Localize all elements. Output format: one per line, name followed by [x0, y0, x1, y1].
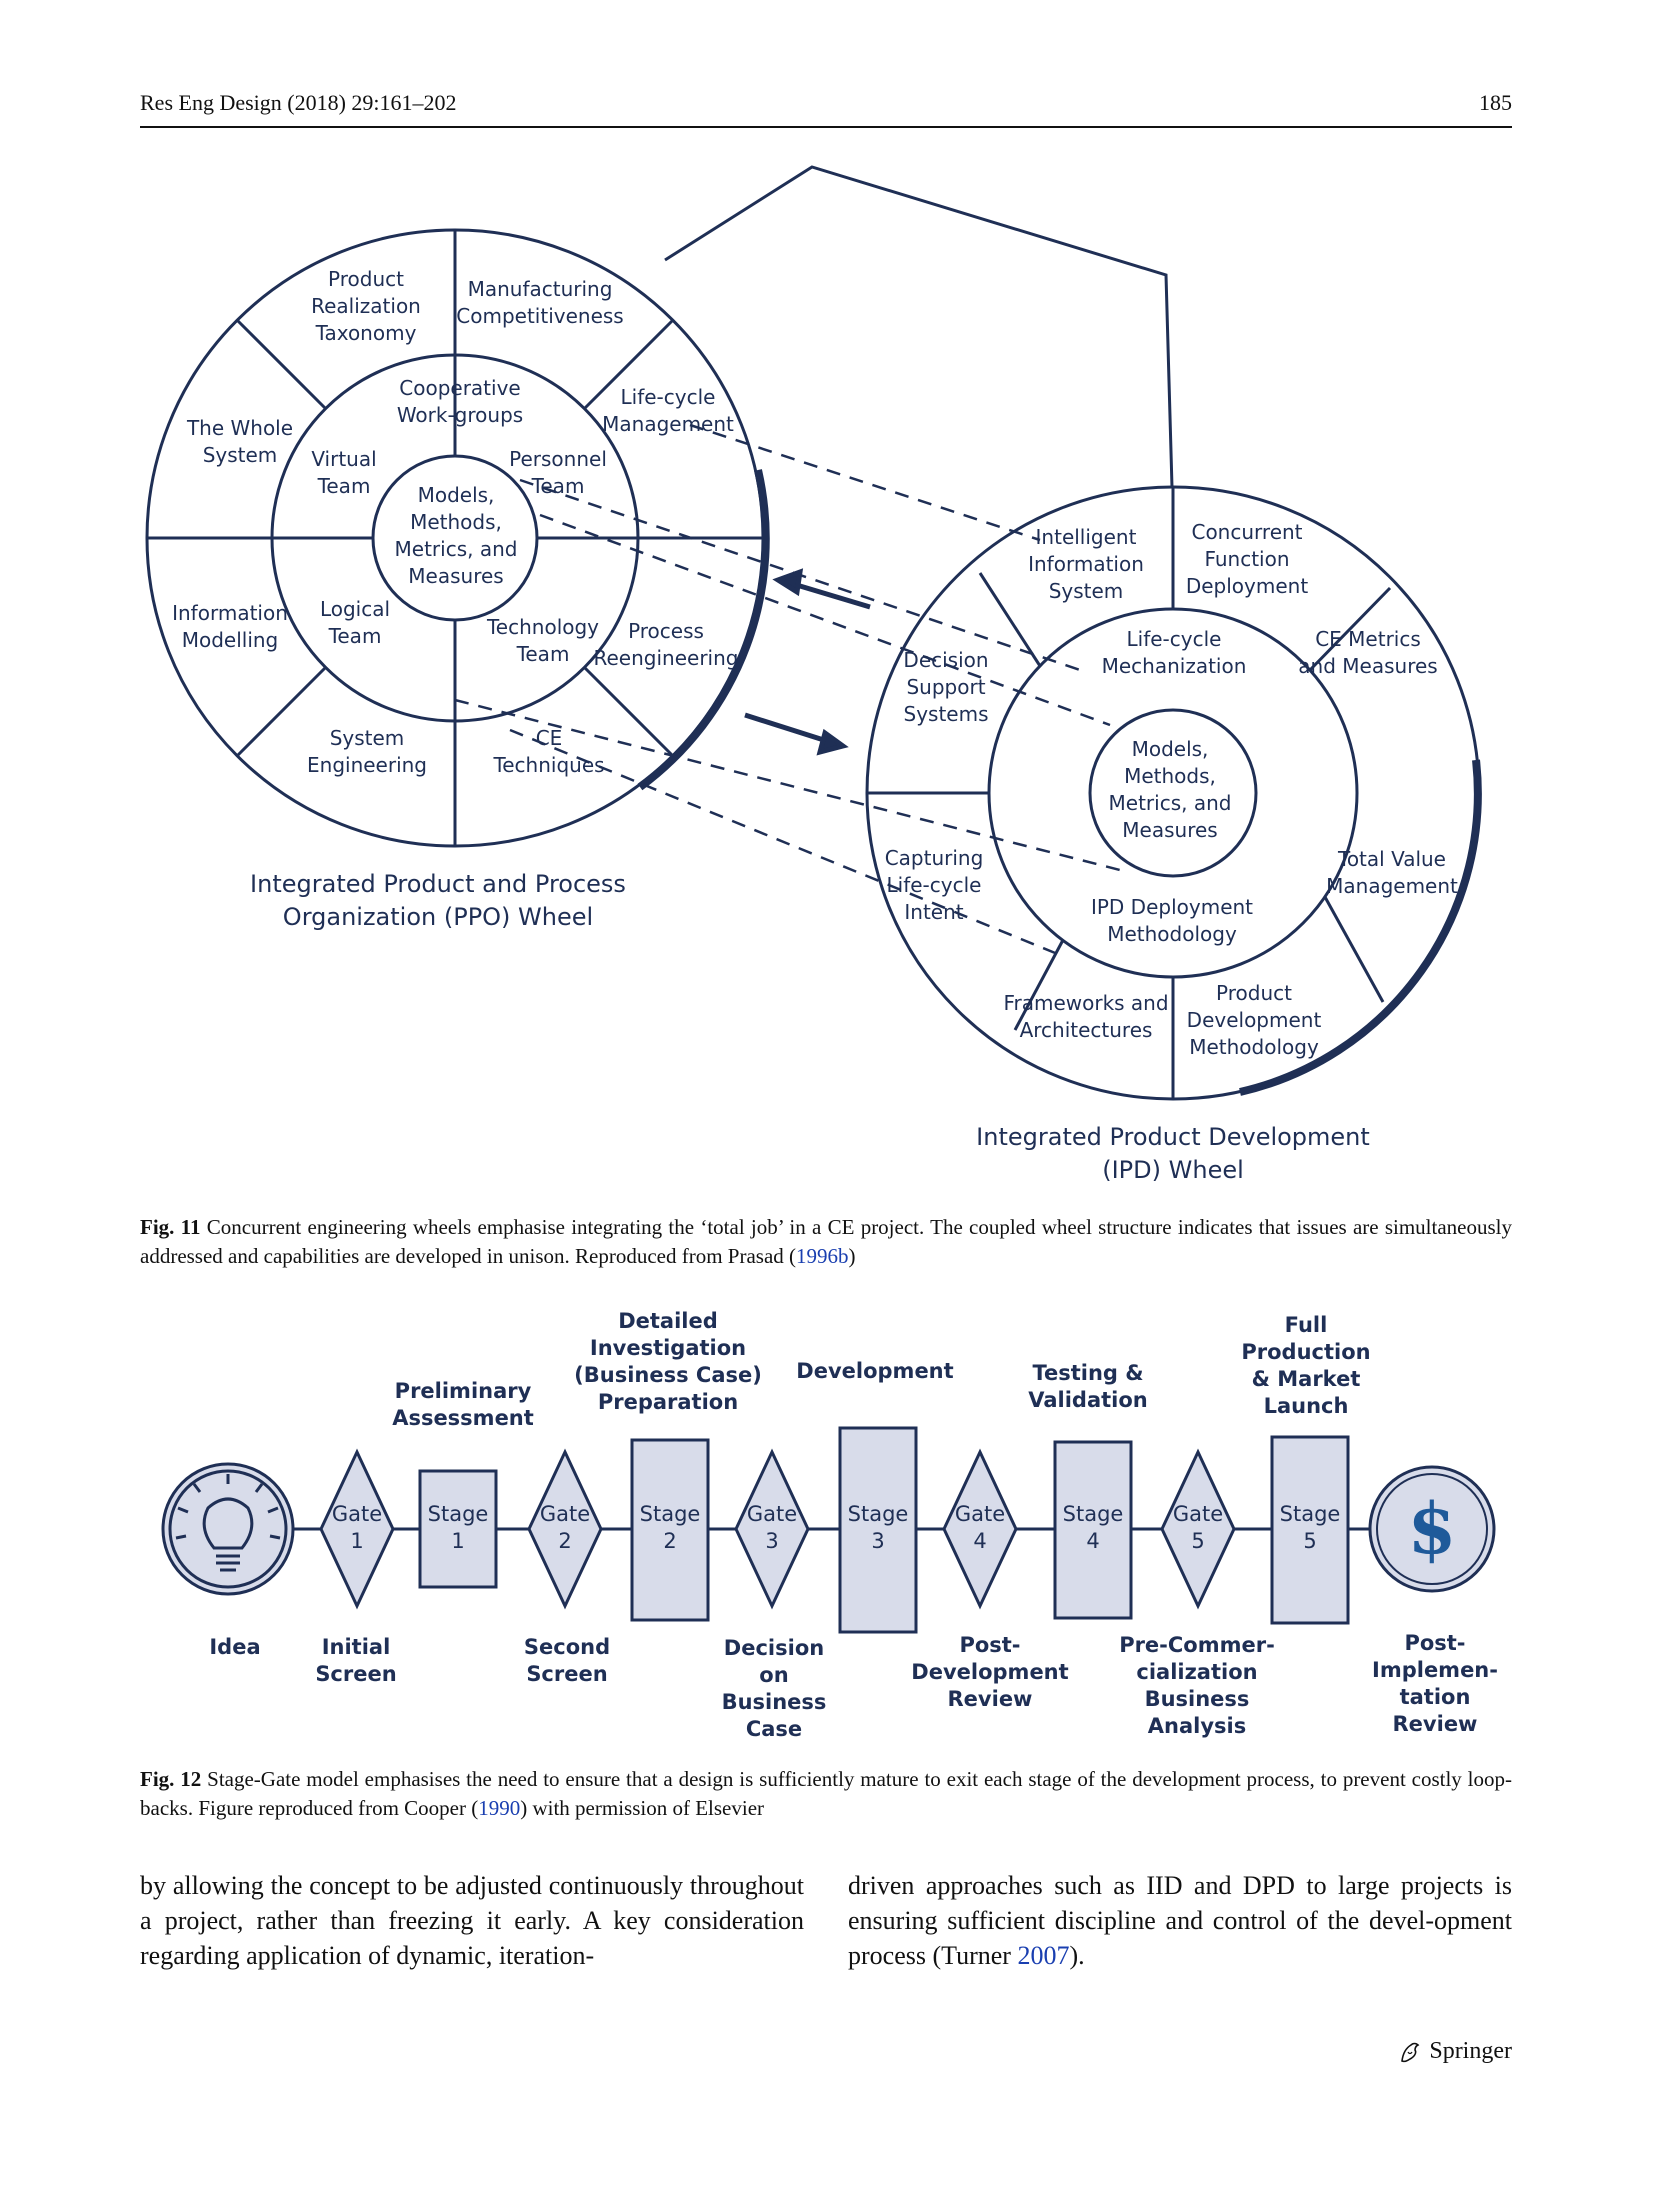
label-development: Development: [796, 1359, 953, 1383]
body-text-left-column: by allowing the concept to be adjusted c…: [140, 1871, 804, 1970]
body-right-end: ).: [1069, 1941, 1085, 1970]
ipd-wheel-title: Integrated Product Development(IPD) Whee…: [976, 1123, 1370, 1184]
gate-2-diamond: [527, 1448, 603, 1610]
fig11-caption-text: Concurrent engineering wheels emphasise …: [140, 1215, 1513, 1268]
ipd-center-ring: [1088, 708, 1258, 878]
dollar-icon: $: [1368, 1465, 1496, 1593]
body-right-text: driven approaches such as IID and DPD to…: [848, 1871, 1512, 1970]
fig12-caption-end: ) with permission of Elsevier: [520, 1796, 765, 1820]
gate-1-diamond: [319, 1448, 395, 1610]
gate-5-diamond: [1160, 1448, 1236, 1610]
publisher-logo: Springer: [1397, 2038, 1512, 2065]
fig11-caption-end: ): [848, 1244, 856, 1268]
idea-lightbulb-icon: [161, 1462, 295, 1596]
gate-3-diamond: [734, 1448, 810, 1610]
fig12-citation-link[interactable]: 1990: [478, 1796, 521, 1820]
publisher-name: Springer: [1429, 2038, 1512, 2064]
turner-citation-link[interactable]: 2007: [1017, 1941, 1070, 1970]
label-idea: Idea: [209, 1635, 260, 1659]
stage-gate-shapes: [319, 1426, 1350, 1634]
feedback-arrows: [744, 568, 871, 756]
svg-text:$: $: [1408, 1487, 1457, 1570]
figure-11-caption: Fig. 11 Concurrent engineering wheels em…: [140, 1213, 1512, 1271]
stage-4-box: [1053, 1440, 1133, 1620]
body-text-right-column: driven approaches such as IID and DPD to…: [848, 1868, 1512, 1973]
fig12-label: Fig. 12: [140, 1767, 202, 1791]
page-number: 185: [1479, 90, 1512, 115]
stage-3-box: [838, 1426, 918, 1634]
fig11-label: Fig. 11: [140, 1215, 201, 1239]
running-head: Res Eng Design (2018) 29:161–202 185: [140, 88, 1512, 128]
stage-2-box: [630, 1438, 710, 1622]
stage-1-box: [418, 1469, 498, 1589]
fig11-citation-link[interactable]: 1996b: [796, 1244, 849, 1268]
springer-horse-icon: [1401, 2042, 1420, 2062]
fig12-caption-text: Stage-Gate model emphasises the need to …: [140, 1767, 1512, 1820]
figure-12-caption: Fig. 12 Stage-Gate model emphasises the …: [140, 1765, 1512, 1823]
label-testing-validation: Testing &Validation: [1028, 1361, 1148, 1412]
stage-5-box: [1270, 1435, 1350, 1625]
journal-reference: Res Eng Design (2018) 29:161–202: [140, 90, 457, 115]
wheel-connector-line: [664, 165, 1174, 488]
gate-4-diamond: [942, 1448, 1018, 1610]
